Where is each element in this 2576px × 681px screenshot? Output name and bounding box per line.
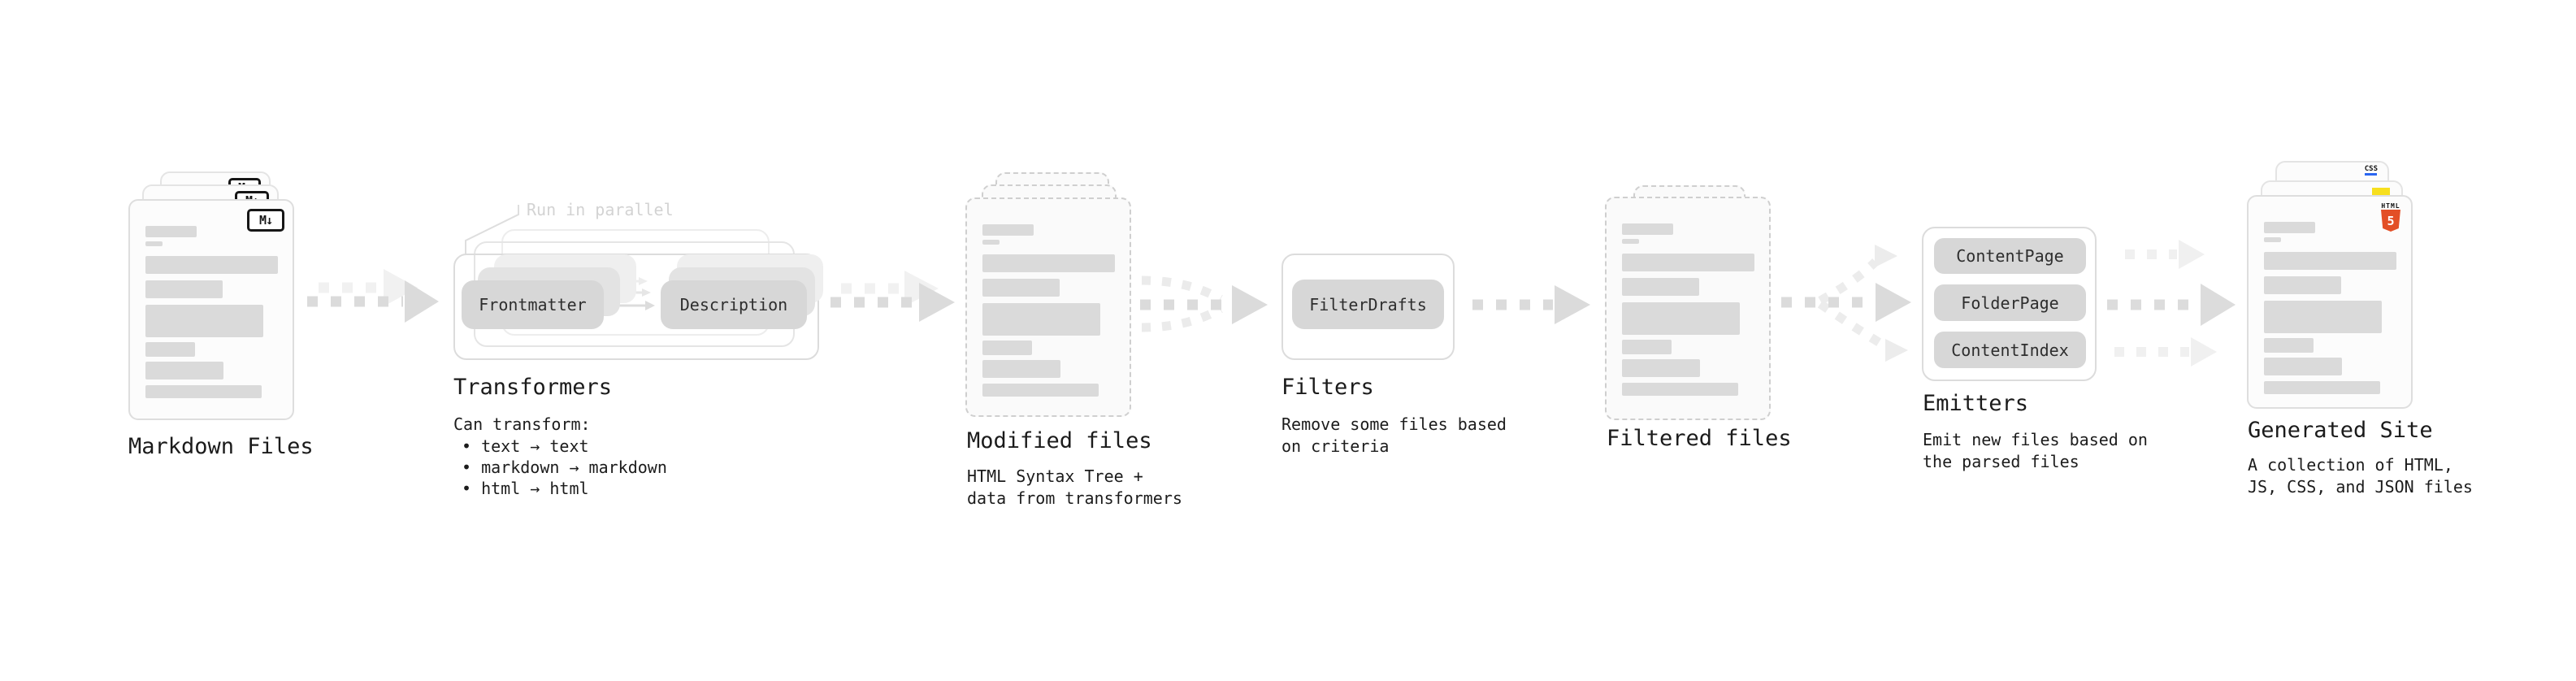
desc-line: Can transform: <box>453 414 591 434</box>
flow-arrow-transformers-to-modified <box>830 271 955 322</box>
flow-arrow-filtered-to-emitters <box>1781 245 1911 362</box>
desc-line: data from transformers <box>967 488 1182 508</box>
desc-line: the parsed files <box>1923 452 2079 471</box>
text-line-bar <box>2264 252 2396 270</box>
text-line-bar <box>145 362 223 380</box>
desc-line: HTML Syntax Tree + <box>967 466 1143 486</box>
text-line-bar <box>1622 239 1639 244</box>
text-line-bar <box>982 224 1034 236</box>
flow-arrow-filters-to-filtered <box>1472 285 1590 324</box>
text-line-bar <box>2264 237 2281 242</box>
run-in-parallel-leader-line <box>465 205 519 254</box>
generated-site-title: Generated Site <box>2248 418 2433 443</box>
transformers-title: Transformers <box>453 375 613 400</box>
desc-line: A collection of HTML, <box>2248 455 2453 475</box>
filtered-file-card <box>1605 197 1771 420</box>
css-icon-underline <box>2365 173 2378 176</box>
text-line-bar <box>2264 338 2314 353</box>
text-line-bar <box>982 340 1032 355</box>
text-line-bar <box>982 279 1060 297</box>
desc-line: • html → html <box>462 479 589 498</box>
text-line-bar <box>1622 254 1754 271</box>
markdown-file-card: M↓ <box>128 199 294 420</box>
text-line-bar <box>145 280 223 298</box>
contentpage-node: ContentPage <box>1934 238 2086 274</box>
desc-line: JS, CSS, and JSON files <box>2248 477 2473 497</box>
css-icon-label: CSS <box>2364 165 2378 173</box>
run-in-parallel-annotation: Run in parallel <box>527 200 674 219</box>
text-line-bar <box>982 303 1100 336</box>
desc-line: • markdown → markdown <box>462 458 667 477</box>
js-file-icon <box>2372 188 2390 196</box>
generated-site-description: A collection of HTML, JS, CSS, and JSON … <box>2248 454 2473 498</box>
text-line-bar <box>145 226 197 237</box>
html5-icon-label: HTML <box>2381 202 2400 210</box>
text-line-bar <box>1622 302 1740 335</box>
desc-line: Remove some files based <box>1281 414 1507 434</box>
text-line-bar <box>1622 359 1700 377</box>
contentindex-node: ContentIndex <box>1934 332 2086 368</box>
html5-number: 5 <box>2387 214 2394 228</box>
filters-description: Remove some files based on criteria <box>1281 414 1507 458</box>
frontmatter-node: Frontmatter <box>462 280 604 329</box>
flow-arrow-emitters-to-generated <box>2107 240 2236 367</box>
text-line-bar <box>2264 381 2380 394</box>
text-line-bar <box>982 254 1115 272</box>
filterdrafts-node: FilterDrafts <box>1292 280 1444 329</box>
generated-file-card-html: HTML 5 <box>2247 195 2413 409</box>
text-line-bar <box>2264 276 2341 294</box>
text-line-bar <box>2264 358 2342 375</box>
description-node: Description <box>661 280 807 329</box>
text-line-bar <box>982 360 1060 378</box>
modified-files-title: Modified files <box>967 428 1152 453</box>
text-line-bar <box>1622 340 1672 354</box>
transformers-box <box>453 254 819 360</box>
flow-arrow-modified-to-filters <box>1140 275 1268 332</box>
flow-arrow-markdown-to-transformers <box>307 269 439 323</box>
html5-icon: HTML 5 <box>2381 202 2400 232</box>
text-line-bar <box>1622 278 1699 296</box>
desc-line: • text → text <box>462 436 589 456</box>
text-line-bar <box>145 385 262 398</box>
html5-shield: 5 <box>2381 210 2400 232</box>
text-line-bar <box>2264 222 2315 233</box>
markdown-files-title: Markdown Files <box>128 434 314 459</box>
filters-title: Filters <box>1281 375 1374 400</box>
emitters-description: Emit new files based on the parsed files <box>1923 429 2148 473</box>
text-line-bar <box>2264 301 2382 333</box>
modified-files-description: HTML Syntax Tree + data from transformer… <box>967 466 1182 510</box>
transformers-description: Can transform: • text → text • markdown … <box>453 414 667 499</box>
desc-line: on criteria <box>1281 436 1390 456</box>
text-line-bar <box>1622 383 1738 396</box>
modified-file-card <box>965 197 1131 417</box>
text-line-bar <box>145 256 278 274</box>
desc-line: Emit new files based on <box>1923 430 2148 449</box>
folderpage-node: FolderPage <box>1934 284 2086 321</box>
text-line-bar <box>1622 223 1673 235</box>
text-line-bar <box>145 241 163 246</box>
text-line-bar <box>145 342 195 357</box>
markdown-icon: M↓ <box>247 209 284 232</box>
text-line-bar <box>982 240 1000 245</box>
filtered-files-title: Filtered files <box>1607 426 1792 451</box>
text-line-bar <box>145 305 263 337</box>
text-line-bar <box>982 384 1099 397</box>
css-file-icon: CSS <box>2365 166 2378 176</box>
emitters-title: Emitters <box>1923 391 2029 416</box>
